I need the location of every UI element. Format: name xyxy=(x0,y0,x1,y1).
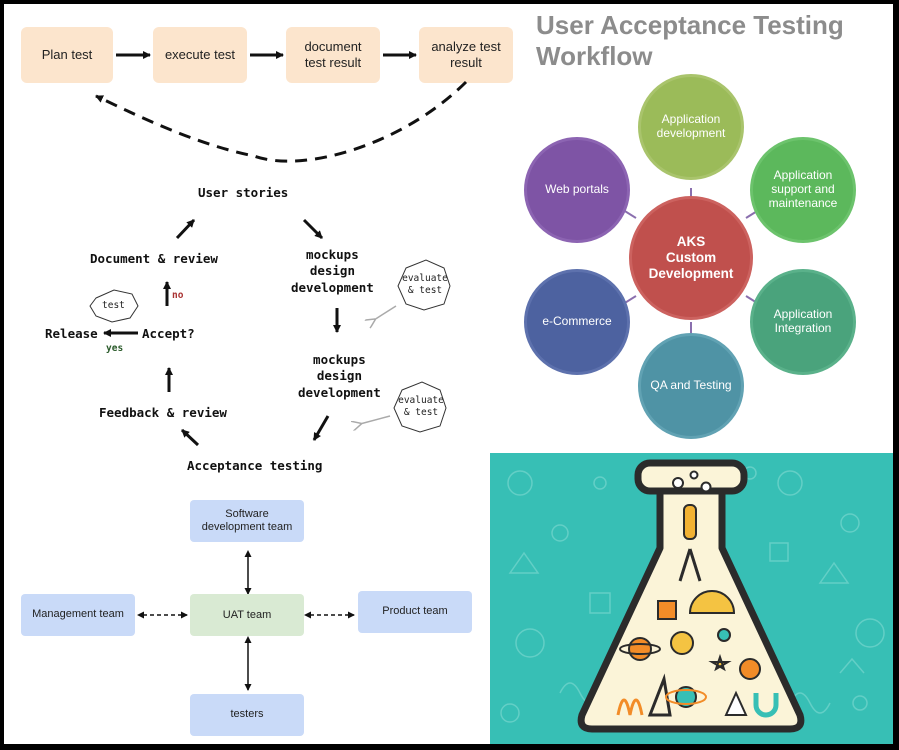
aks-center-custom-development: AKS Custom Development xyxy=(629,196,753,320)
document-test-result-box: document test result xyxy=(286,27,380,83)
connector-layer xyxy=(89,51,763,691)
planet-icon xyxy=(628,637,652,661)
arrow-loop-back-dashed xyxy=(95,80,468,163)
flask-svg xyxy=(500,459,885,733)
no-label: no xyxy=(172,290,184,301)
main-title: User Acceptance Testing Workflow xyxy=(536,10,844,72)
test-bubble-shape xyxy=(89,289,139,323)
arrow-mockups-to-acceptance xyxy=(312,415,330,441)
atom-icon xyxy=(675,686,697,708)
evaluate-arrow-1 xyxy=(374,305,397,320)
release-label: Release xyxy=(45,326,98,341)
arrow-document-to-stories xyxy=(175,218,196,240)
arrow-acceptance-to-feedback xyxy=(180,428,200,447)
aks-satellite-ecommerce: e-Commerce xyxy=(524,269,630,375)
accept-label: Accept? xyxy=(142,326,195,341)
evaluate-bubble-2-shape xyxy=(393,381,447,433)
aks-satellite-qa-testing: QA and Testing xyxy=(638,333,744,439)
aks-satellite-application-integration: Application Integration xyxy=(750,269,856,375)
management-team-box: Management team xyxy=(21,594,135,636)
software-development-team-box: Software development team xyxy=(190,500,304,542)
feedback-review-label: Feedback & review xyxy=(99,405,227,420)
user-stories-label: User stories xyxy=(198,185,289,200)
evaluate-bubble-2-label: evaluate & test xyxy=(398,395,444,418)
acceptance-testing-label: Acceptance testing xyxy=(187,458,323,473)
execute-test-box: execute test xyxy=(153,27,247,83)
protractor-icon xyxy=(688,590,736,614)
beaker-icon xyxy=(657,600,677,620)
yes-label: yes xyxy=(106,343,124,354)
aks-satellite-application-development: Application development xyxy=(638,74,744,180)
testers-box: testers xyxy=(190,694,304,736)
warning-icon xyxy=(724,690,748,716)
aks-satellite-support-maintenance: Application support and maintenance xyxy=(750,137,856,243)
document-review-label: Document & review xyxy=(90,251,218,266)
dna-icon xyxy=(616,698,644,716)
aks-satellite-web-portals: Web portals xyxy=(524,137,630,243)
star-icon xyxy=(708,653,732,672)
molecule-icon xyxy=(717,628,731,642)
arrow-stories-to-mockups xyxy=(302,218,324,240)
evaluate-bubble-1-label: evaluate & test xyxy=(402,273,448,296)
evaluate-arrow-2 xyxy=(360,415,391,424)
product-team-box: Product team xyxy=(358,591,472,633)
uat-team-box: UAT team xyxy=(190,594,304,636)
test-bubble-label: test xyxy=(102,300,125,311)
test-tube-icon xyxy=(683,504,697,540)
mockups-1-label: mockups design development xyxy=(291,247,374,295)
evaluate-bubble-1-shape xyxy=(397,259,451,311)
plan-test-box: Plan test xyxy=(21,27,113,83)
mockups-2-label: mockups design development xyxy=(298,352,381,400)
magnet-icon xyxy=(753,693,779,718)
analyze-test-result-box: analyze test result xyxy=(419,27,513,83)
light-bulb-icon xyxy=(670,631,694,655)
lab-illustration xyxy=(490,453,893,744)
compass-icon xyxy=(678,548,702,582)
uat-infographic: User Acceptance Testing Workflow Plan te… xyxy=(4,4,893,744)
flask-small-icon xyxy=(739,658,761,680)
